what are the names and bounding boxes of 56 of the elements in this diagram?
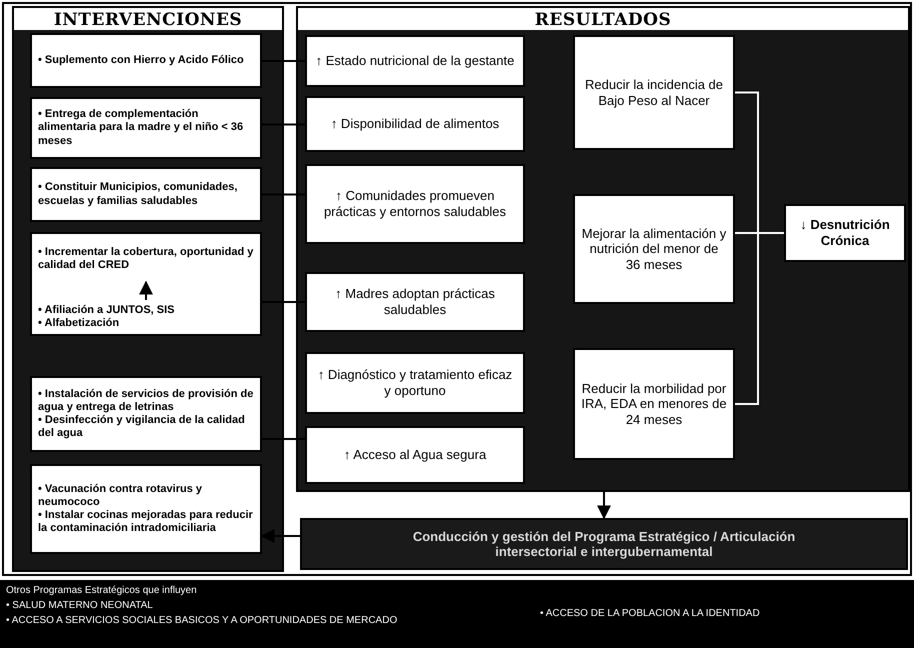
- box-text: • Desinfección y vigilancia de la calidad del agua: [38, 414, 246, 440]
- box-text: ↑ Acceso al Agua segura: [344, 447, 486, 463]
- outcome-box: [573, 194, 735, 304]
- intervention-box: [30, 167, 262, 222]
- intervention-panel: [12, 6, 284, 572]
- box-text: • Entrega de complementación alimentaria para la madre y el niño < 36 meses: [38, 108, 244, 148]
- connector: [735, 232, 784, 405]
- result-box: [305, 426, 525, 484]
- result-box: [305, 272, 525, 332]
- box-text: • Suplemento con Hierro y Acido Fólico: [38, 54, 245, 68]
- box-text: • Incrementar la cobertura, oportunidad y calidad del CRED: [38, 246, 254, 272]
- intervention-box: [30, 97, 262, 159]
- footer-item: • SALUD MATERNO NEONATAL: [6, 600, 153, 611]
- result-box: [305, 164, 525, 244]
- footer-item: • ACCESO A SERVICIOS SOCIALES BASICOS Y A OPORTUNIDADES DE MERCADO: [6, 615, 398, 626]
- panel-heading: INTERVENCIONES: [52, 10, 244, 30]
- result-box: [305, 35, 525, 87]
- intervention-box: [30, 376, 262, 452]
- connector: [597, 492, 611, 520]
- box-text: ↑ Madres adoptan prácticas saludables: [334, 286, 496, 318]
- results-panel: [296, 6, 910, 492]
- footer-heading: Otros Programas Estratégicos que influyen: [6, 585, 197, 596]
- box-text: Mejorar la alimentación y nutrición del menor de 36 meses: [581, 226, 727, 272]
- intervention-box: [30, 464, 262, 554]
- management-banner: [300, 518, 908, 570]
- box-text: ↑ Estado nutricional de la gestante: [316, 53, 514, 69]
- intervention-box: [30, 232, 262, 336]
- result-box: [305, 352, 525, 414]
- box-text: • Vacunación contra rotavirus y neumococo: [38, 482, 204, 509]
- result-box: [305, 96, 525, 152]
- footer-item: • ACCESO DE LA POBLACION A LA IDENTIDAD: [540, 608, 760, 619]
- box-text: ↑ Disponibilidad de alimentos: [330, 116, 500, 132]
- box-text: • Instalación de servicios de provisión de agua y entrega de letrinas: [38, 388, 254, 414]
- box-text: • Afiliación a JUNTOS, SIS: [38, 304, 176, 317]
- connector: [262, 301, 305, 303]
- box-text: ↓ Desnutrición Crónica: [799, 217, 891, 249]
- connector: [262, 124, 305, 126]
- banner-text: Conducción y gestión del Programa Estratégico / Articulación intersectorial e intergubernamental: [412, 529, 796, 559]
- box-text: ↑ Diagnóstico y tratamiento eficaz y oportuno: [316, 367, 514, 399]
- box-text: Reducir la morbilidad por IRA, EDA en menores de 24 meses: [581, 380, 727, 428]
- box-text: • Constituir Municipios, comunidades, escuelas y familias saludables: [38, 181, 238, 208]
- footer-band: [0, 580, 914, 648]
- box-text: ↑ Comunidades promueven prácticas y entornos saludables: [322, 188, 508, 220]
- box-text: • Instalar cocinas mejoradas para reducir la contaminación intradomiciliaria: [38, 509, 254, 536]
- intervention-box: [30, 33, 262, 88]
- connector: [262, 438, 305, 440]
- outcome-box: [573, 35, 735, 150]
- connector: [262, 194, 305, 196]
- connector: [260, 529, 300, 543]
- connector: [139, 280, 153, 300]
- outcome-box: [573, 348, 735, 460]
- box-text: • Alfabetización: [38, 317, 120, 330]
- panel-heading: RESULTADOS: [534, 10, 672, 30]
- outcome-box: [784, 204, 906, 262]
- connector: [262, 60, 305, 62]
- box-text: Reducir la incidencia de Bajo Peso al Nacer: [584, 76, 724, 108]
